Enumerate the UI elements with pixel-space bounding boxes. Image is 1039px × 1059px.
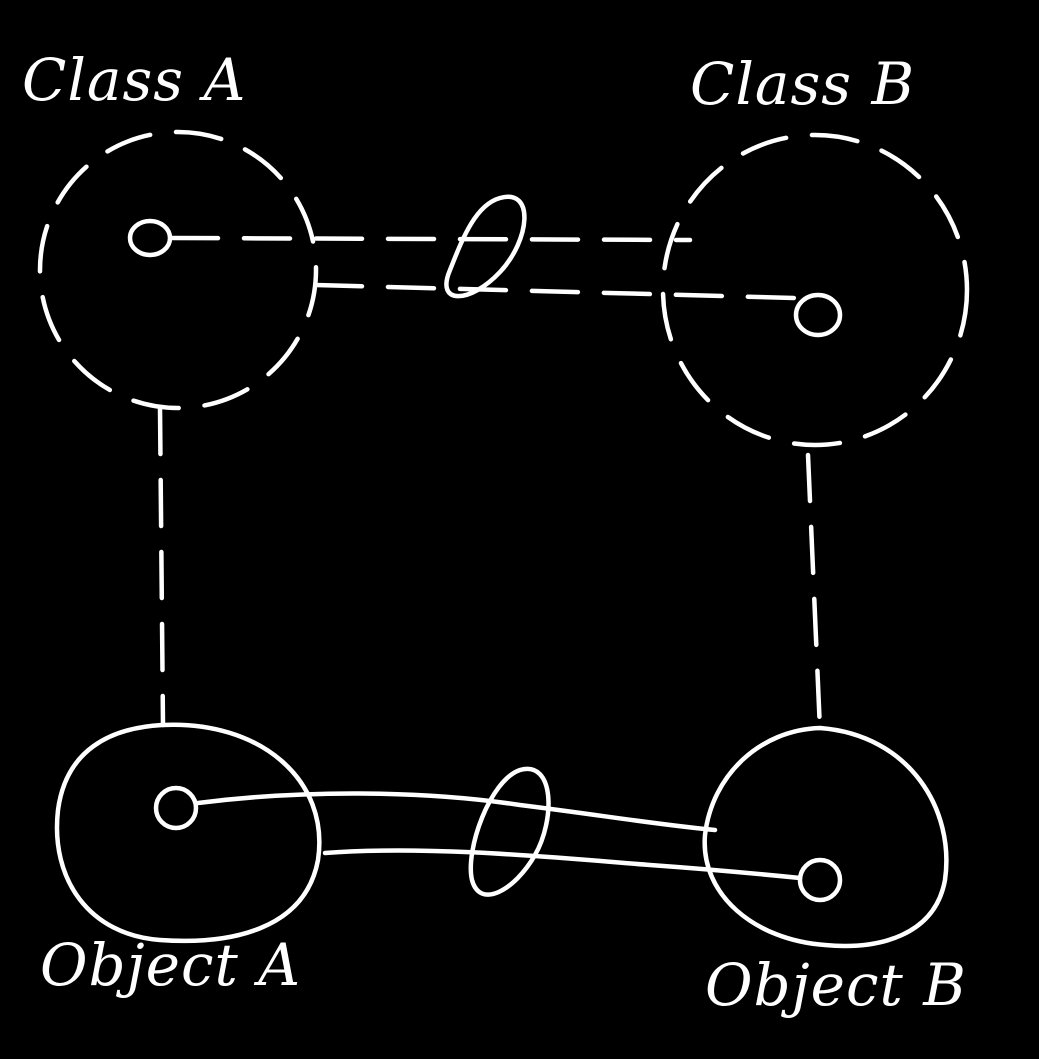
object-link-ellipse — [468, 766, 551, 897]
class-a-node — [127, 218, 173, 258]
object-b-node — [797, 857, 843, 903]
class-b-label: Class B — [690, 50, 915, 118]
instance-link-b — [805, 452, 823, 733]
instance-link-a — [157, 405, 166, 728]
class-a-circle — [37, 129, 319, 411]
class-link-line-top — [169, 235, 693, 243]
class-b-node — [793, 292, 843, 338]
object-a-node — [153, 785, 199, 831]
object-a-circle — [54, 722, 322, 944]
class-a-label: Class A — [22, 46, 246, 114]
class-b-circle — [660, 132, 970, 448]
object-link-line-bottom — [322, 848, 803, 881]
class-link-line-bottom — [313, 282, 798, 301]
object-b-label: Object B — [705, 951, 967, 1019]
class-link-ellipse — [444, 194, 527, 299]
object-link-line-top — [195, 791, 718, 833]
object-b-circle — [702, 725, 949, 949]
